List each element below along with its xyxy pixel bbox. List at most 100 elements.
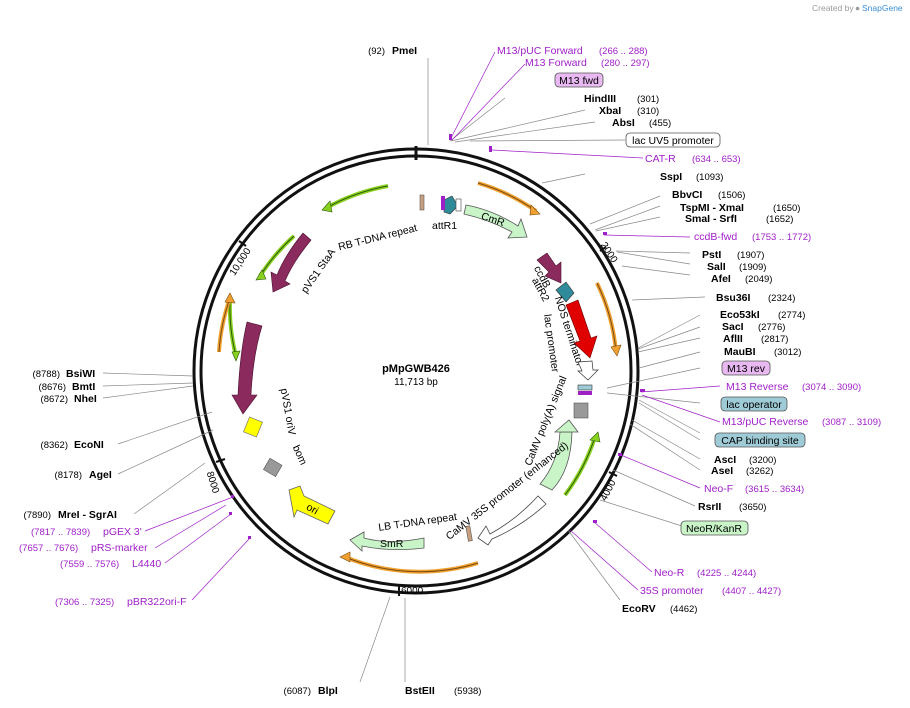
enzyme-pos: (7890) — [24, 510, 51, 521]
enzyme-pos: (455) — [649, 118, 671, 129]
primer-neo-r[interactable]: Neo-R (4225 .. 4244) — [654, 567, 756, 579]
enzyme-pos: (4462) — [670, 604, 697, 615]
enzyme-econi[interactable]: (8362) EcoNI — [41, 439, 104, 451]
enzyme-xbai[interactable]: XbaI (310) — [599, 105, 659, 117]
enzyme-name: NheI — [74, 393, 97, 405]
box-label: lac operator — [726, 399, 782, 411]
enzyme-sali[interactable]: SalI (1909) — [707, 261, 766, 273]
enzyme-name: AfeI — [711, 273, 731, 285]
primer-pgex-3[interactable]: (7817 .. 7839) pGEX 3' — [31, 526, 142, 538]
enzyme-saci[interactable]: SacI (2776) — [722, 321, 785, 333]
feature-small-markers-top — [419, 194, 462, 212]
primer-m13-puc-reverse[interactable]: M13/pUC Reverse (3087 .. 3109) — [722, 416, 881, 428]
primer-m13-forward[interactable]: M13 Forward (280 .. 297) — [525, 57, 650, 69]
enzyme-name: SacI — [722, 321, 744, 333]
primer-cat-r[interactable]: CAT-R (634 .. 653) — [645, 153, 741, 165]
feature-pvs1-staa[interactable]: pVS1 StaA — [270, 232, 338, 296]
leader-lines — [102, 58, 706, 683]
primer-name: ccdB-fwd — [694, 231, 737, 243]
feature-smr[interactable]: SmR — [349, 531, 425, 552]
primer-name: Neo-F — [704, 483, 733, 495]
lac-promoter-label: lac promoter — [541, 314, 561, 374]
enzyme-nhei[interactable]: (8672) NheI — [41, 393, 97, 405]
enzyme-afei[interactable]: AfeI (2049) — [711, 273, 772, 285]
enzyme-psti[interactable]: PstI (1907) — [702, 249, 764, 261]
primer-m13-reverse[interactable]: M13 Reverse (3074 .. 3090) — [726, 381, 861, 393]
feature-attr2[interactable]: attR2 — [529, 276, 575, 304]
feature-small-markers-right — [573, 384, 593, 419]
enzyme-agei[interactable]: (8178) AgeI — [55, 469, 112, 481]
enzyme-pos: (1652) — [766, 214, 793, 225]
primer-name: M13 Forward — [525, 57, 587, 69]
primer-ccdb-fwd[interactable]: ccdB-fwd (1753 .. 1772) — [694, 231, 811, 243]
box-m13-rev[interactable]: M13 rev — [721, 360, 771, 376]
enzyme-name: AseI — [711, 465, 733, 477]
backbone — [192, 146, 640, 595]
enzyme-name: PstI — [702, 249, 721, 261]
enzyme-bsiwi[interactable]: (8788) BsiWI — [33, 368, 96, 380]
enzyme-pos: (3012) — [774, 347, 801, 358]
enzyme-name: Eco53kI — [720, 309, 760, 321]
enzyme-tspmi-xmai[interactable]: TspMI - XmaI (1650) — [680, 202, 800, 214]
enzyme-name: AbsI — [612, 117, 635, 129]
enzyme-aflii[interactable]: AflII (2817) — [723, 333, 788, 345]
primer-l4440[interactable]: (7559 .. 7576) L4440 — [60, 558, 161, 570]
enzyme-rsrii[interactable]: RsrII (3650) — [698, 501, 766, 513]
box-m13-fwd[interactable]: M13 fwd — [554, 72, 604, 88]
enzyme-bmti[interactable]: (8676) BmtI — [39, 381, 96, 393]
cmr-label: CmR — [480, 210, 507, 229]
enzyme-name: HindIII — [584, 93, 616, 105]
enzyme-name: XbaI — [599, 105, 621, 117]
ori-label: ori — [304, 501, 320, 517]
primer-pos: (634 .. 653) — [692, 154, 741, 165]
enzyme-pos: (8178) — [55, 470, 82, 481]
enzyme-name: MreI - SgrAI — [58, 509, 117, 521]
box-lac-uv5-promoter[interactable]: lac UV5 promoter — [625, 132, 721, 148]
enzyme-name: PmeI — [392, 45, 417, 57]
primer-markers — [229, 134, 645, 539]
enzyme-bbvci[interactable]: BbvCI (1506) — [672, 189, 745, 201]
primer-pos: (4225 .. 4244) — [697, 568, 756, 579]
feature-pvs1-repa[interactable]: pVS1 RepA — [231, 313, 287, 415]
enzyme-pos: (2817) — [761, 334, 788, 345]
primer-name: CAT-R — [645, 153, 676, 165]
enzyme-pos: (8672) — [41, 394, 68, 405]
enzyme-hindiii[interactable]: HindIII (301) — [584, 93, 659, 105]
primer-pos: (7306 .. 7325) — [55, 597, 114, 608]
enzyme-smai-srfi[interactable]: SmaI - SrfI (1652) — [685, 213, 793, 225]
enzyme-eco53ki[interactable]: Eco53kI (2774) — [720, 309, 805, 321]
feature-camv-35s[interactable]: CaMV 35S promoter (enhanced) — [444, 440, 571, 546]
enzyme-bsteii[interactable]: BstEII (5938) — [405, 685, 481, 697]
primer-name: M13/pUC Reverse — [722, 416, 809, 428]
feature-cmr[interactable]: CmR — [463, 204, 528, 239]
primer-35s-promoter[interactable]: 35S promoter (4407 .. 4427) — [640, 585, 781, 597]
primer-m13-puc-forward[interactable]: M13/pUC Forward (266 .. 288) — [497, 45, 648, 57]
enzyme-ecorv[interactable]: EcoRV (4462) — [622, 603, 697, 615]
enzyme-name: AgeI — [89, 469, 112, 481]
enzyme-asei[interactable]: AseI (3262) — [711, 465, 773, 477]
box-neor-kanr[interactable]: NeoR/KanR — [680, 520, 749, 536]
enzyme-asci[interactable]: AscI (3200) — [714, 454, 776, 466]
enzyme-bsu36i[interactable]: Bsu36I (2324) — [716, 292, 795, 304]
tick-6000: 6000 — [398, 586, 424, 597]
enzyme-name: BlpI — [318, 685, 338, 697]
primer-pbr322ori-f[interactable]: (7306 .. 7325) pBR322ori-F — [55, 596, 187, 608]
enzyme-name: Bsu36I — [716, 292, 751, 304]
feature-bom[interactable]: bom — [263, 443, 309, 477]
feature-rb-repeat[interactable]: RB T-DNA repeat — [337, 222, 419, 253]
enzyme-mrei-sgrai[interactable]: (7890) MreI - SgrAI — [24, 509, 117, 521]
enzyme-blpi[interactable]: (6087) BlpI — [284, 685, 338, 697]
enzyme-sspi[interactable]: SspI (1093) — [660, 171, 723, 183]
primer-name: M13 Reverse — [726, 381, 789, 393]
primer-neo-f[interactable]: Neo-F (3615 .. 3634) — [704, 483, 804, 495]
enzyme-absi[interactable]: AbsI (455) — [612, 117, 671, 129]
credit-brand: SnapGene — [862, 3, 903, 13]
box-cap-binding-site[interactable]: CAP binding site — [714, 432, 806, 448]
primer-prs-marker[interactable]: (7657 .. 7676) pRS-marker — [19, 542, 148, 554]
pvs1-repa-label: pVS1 RepA — [265, 313, 287, 371]
outer-arc-arrowheads — [224, 200, 622, 563]
enzyme-maubi[interactable]: MauBI (3012) — [724, 346, 801, 358]
feature-ori[interactable]: ori — [288, 485, 336, 525]
enzyme-pmei[interactable]: (92) PmeI — [368, 45, 417, 57]
box-lac-operator[interactable]: lac operator — [720, 396, 788, 412]
